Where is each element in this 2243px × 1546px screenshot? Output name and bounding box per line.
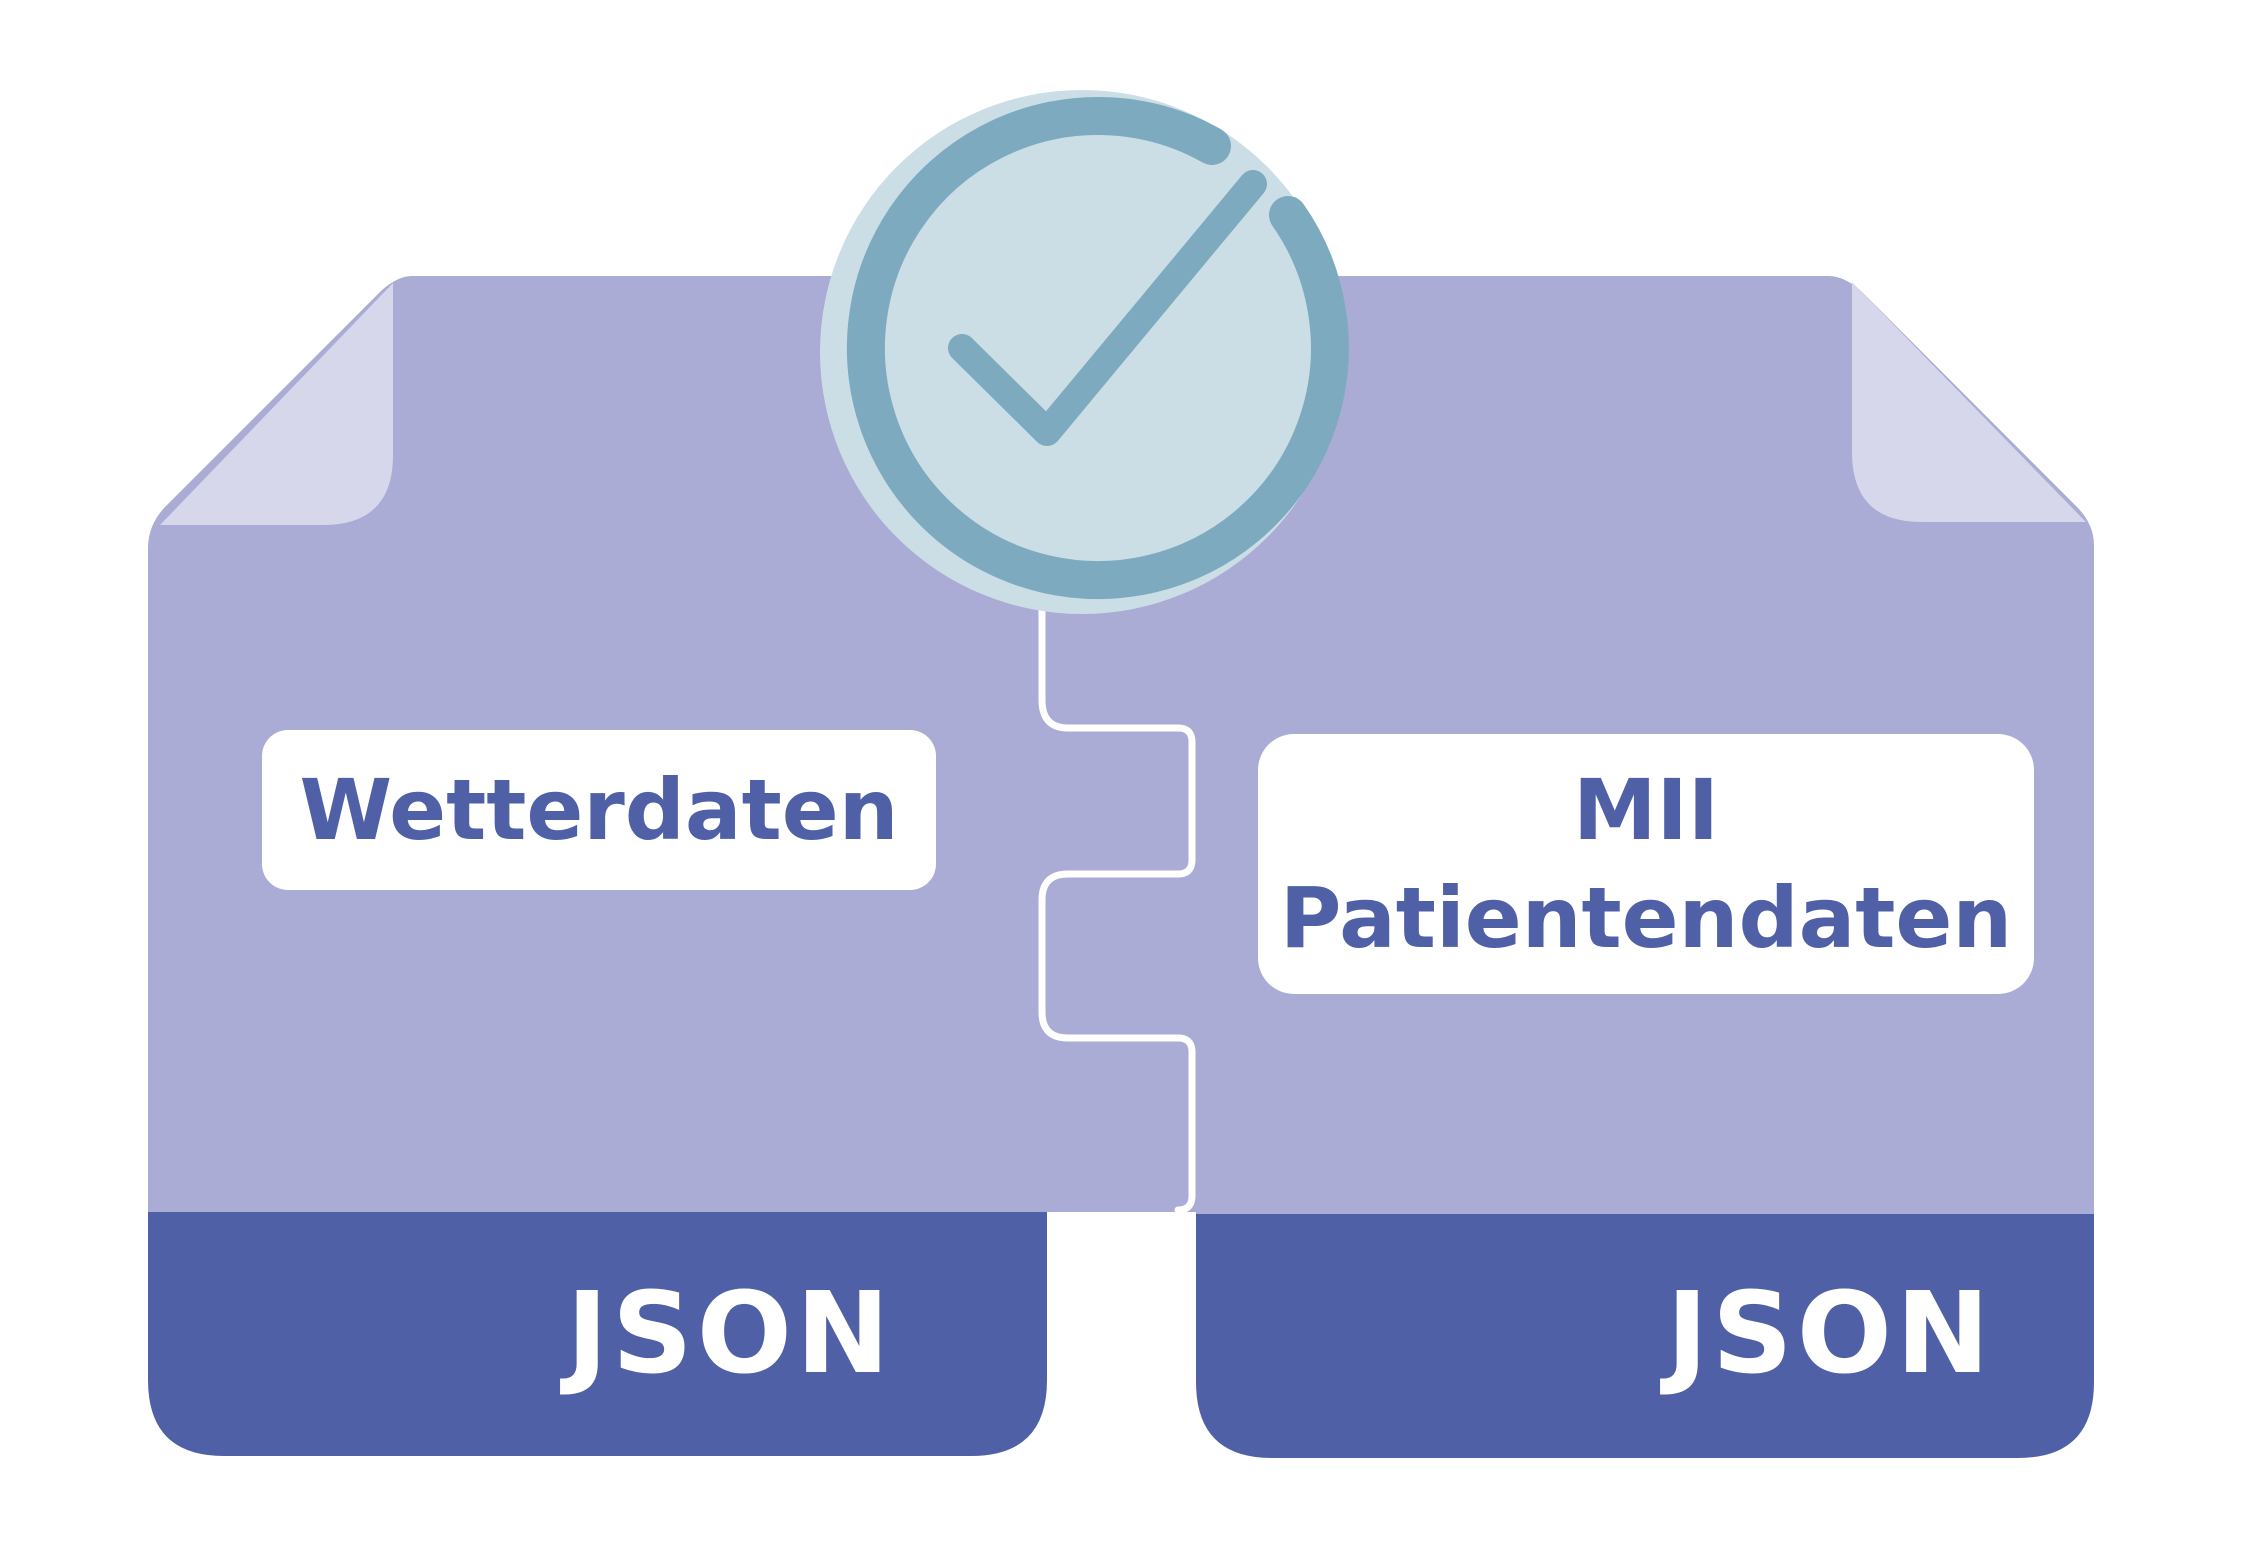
left-file-format: JSON xyxy=(566,1269,894,1399)
left-file-footer xyxy=(148,1210,1047,1456)
right-file-label-line1: MII xyxy=(1572,761,1720,859)
left-file-label: Wetterdaten xyxy=(262,730,936,890)
right-file-label: MII Patientendaten xyxy=(1258,734,2034,994)
right-file-footer xyxy=(1196,1212,2094,1458)
right-file-format: JSON xyxy=(1666,1269,1994,1399)
footer-gap xyxy=(1049,1212,1194,1462)
right-file-label-line2: Patientendaten xyxy=(1279,869,2013,967)
puzzle-connector-icon xyxy=(1038,596,1196,1214)
left-file-label-text: Wetterdaten xyxy=(299,761,899,859)
right-file-fold xyxy=(1852,282,2086,522)
check-circle-icon xyxy=(820,90,1349,614)
left-file-fold xyxy=(160,283,393,525)
